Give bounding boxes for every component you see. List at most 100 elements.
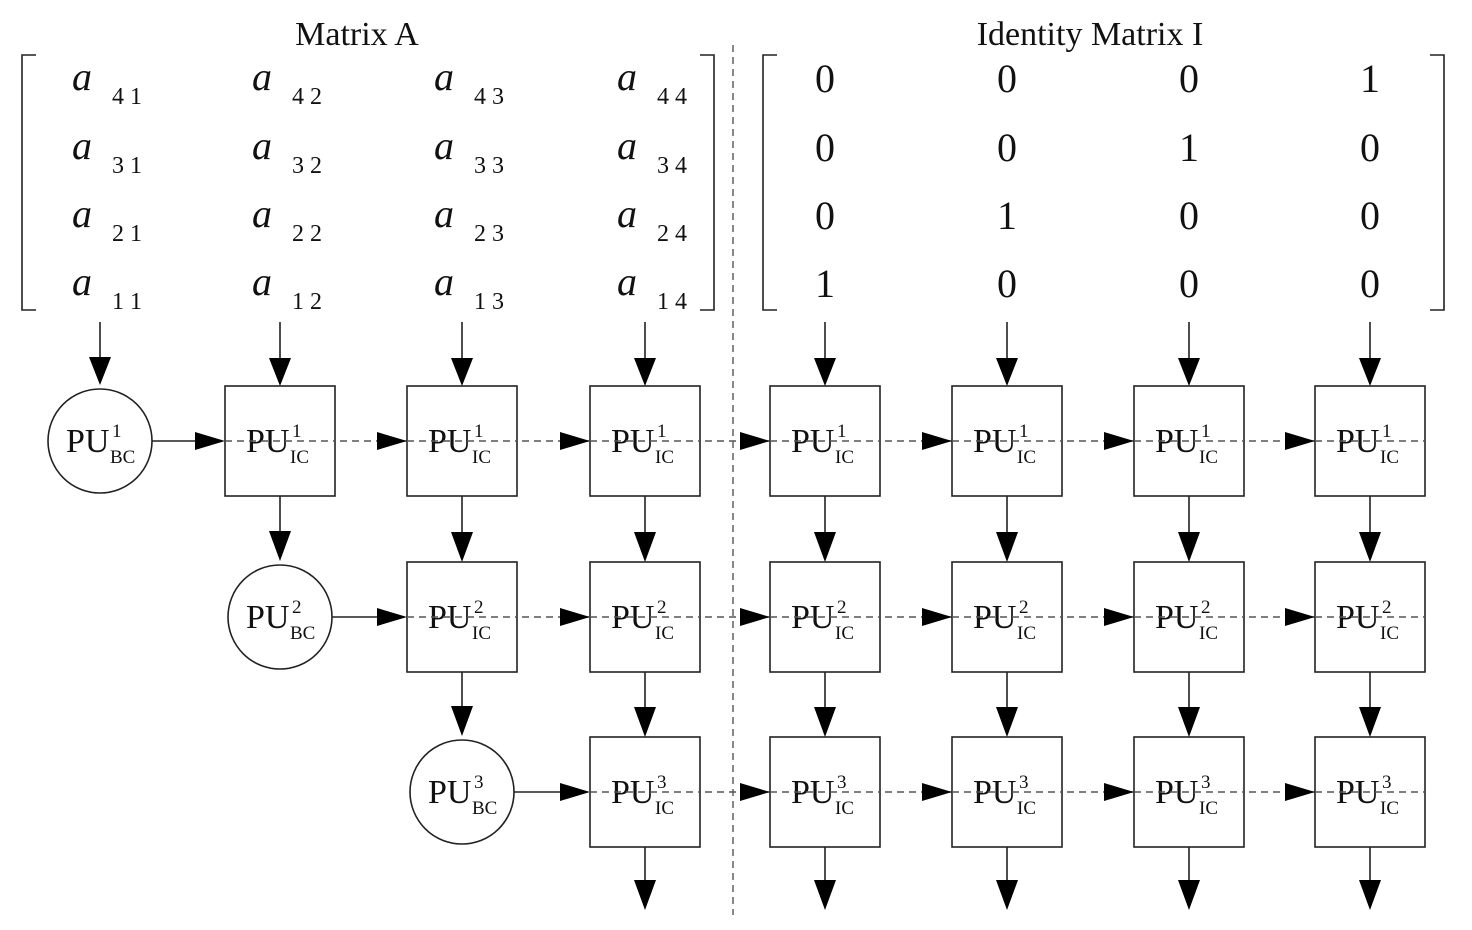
pu-label-stage: 1 <box>112 421 122 442</box>
down-arrow-head <box>1359 880 1381 910</box>
pu-bc-node <box>409 739 515 845</box>
matrix-a-entry-letter: a <box>617 191 637 236</box>
right-arrow-head <box>560 608 590 626</box>
right-arrow-head <box>377 432 407 450</box>
right-arrow-head <box>377 608 407 626</box>
pu-label-kind: IC <box>1380 623 1399 644</box>
down-arrow-head <box>1178 532 1200 562</box>
down-arrow-head <box>814 532 836 562</box>
matrix-a-entry-index: 2 2 <box>292 221 322 247</box>
identity-entry: 0 <box>1360 125 1380 170</box>
identity-entry: 0 <box>815 193 835 238</box>
pu-bc-node <box>47 388 153 494</box>
pu-label-stage: 2 <box>474 597 484 618</box>
identity-entry: 0 <box>1360 193 1380 238</box>
matrix-a-entry: a 3 4 <box>617 123 687 179</box>
identity-entry: 0 <box>997 261 1017 306</box>
down-arrow-head <box>814 707 836 737</box>
matrix-a-entry: a 2 4 <box>617 191 687 247</box>
pu-label-kind: IC <box>655 798 674 819</box>
down-arrow-head <box>269 531 291 561</box>
identity-entry: 1 <box>1360 56 1380 101</box>
matrix-a-entry-index: 1 3 <box>474 289 504 315</box>
down-arrow-head <box>634 707 656 737</box>
input-arrow-head <box>814 358 836 386</box>
matrix-a-entry-index: 3 3 <box>474 153 504 179</box>
right-arrow-head <box>560 783 590 801</box>
pu-label-kind: IC <box>835 798 854 819</box>
pu-label-stage: 3 <box>837 772 847 793</box>
matrix-a-entry-index: 1 2 <box>292 289 322 315</box>
matrix-a-entry-letter: a <box>72 54 92 99</box>
right-arrow-head <box>1104 432 1134 450</box>
down-arrow-head <box>634 532 656 562</box>
pu-label-kind: IC <box>472 623 491 644</box>
matrix-a-entry-letter: a <box>434 123 454 168</box>
pu-label-stage: 3 <box>1019 772 1029 793</box>
matrix-a-entry-index: 4 1 <box>112 84 142 110</box>
input-arrow-head <box>1359 358 1381 386</box>
pu-label-kind: IC <box>1017 623 1036 644</box>
identity-left-bracket <box>762 54 777 311</box>
pu-label-kind: BC <box>110 447 135 468</box>
pu-label-kind: IC <box>1017 447 1036 468</box>
matrix-a-entry-letter: a <box>72 123 92 168</box>
pu-label-stage: 3 <box>1201 772 1211 793</box>
input-arrow-head <box>634 358 656 386</box>
right-arrow-head <box>1104 608 1134 626</box>
matrix-a-entry-letter: a <box>72 191 92 236</box>
down-arrow-head <box>996 707 1018 737</box>
matrix-a-entry: a 3 3 <box>434 123 504 179</box>
pu-label-kind: IC <box>1199 623 1218 644</box>
matrix-a-entry-letter: a <box>617 54 637 99</box>
down-arrow-head <box>451 706 473 736</box>
pu-label-stage: 1 <box>474 421 484 442</box>
matrix-a-entry-index: 3 2 <box>292 153 322 179</box>
identity-entry: 1 <box>997 193 1017 238</box>
down-arrow-head <box>451 532 473 562</box>
matrix-a-entry-letter: a <box>434 259 454 304</box>
matrix-a-entry-index: 2 1 <box>112 221 142 247</box>
identity-matrix-title: Identity Matrix I <box>977 16 1204 53</box>
down-arrow-head <box>814 880 836 910</box>
right-arrow-head <box>1285 608 1315 626</box>
right-arrow-head <box>195 432 225 450</box>
pu-label-base: PU <box>246 599 289 636</box>
pu-label-stage: 1 <box>837 421 847 442</box>
matrix-a-entry: a 1 3 <box>434 259 504 315</box>
identity-entry: 0 <box>1179 193 1199 238</box>
matrix-a-entry-index: 2 4 <box>657 221 687 247</box>
pu-label-kind: IC <box>1380 447 1399 468</box>
pu-label-stage: 2 <box>1382 597 1392 618</box>
pu-label-stage: 2 <box>1201 597 1211 618</box>
down-arrow-head <box>1359 707 1381 737</box>
pu-label-kind: IC <box>1380 798 1399 819</box>
pu-label-base: PU <box>428 774 471 811</box>
matrix-a-entry-letter: a <box>617 123 637 168</box>
matrix-a-right-bracket <box>700 54 715 311</box>
matrix-a-entry-index: 3 4 <box>657 153 687 179</box>
input-arrow-head <box>269 358 291 386</box>
pu-label-kind: IC <box>472 447 491 468</box>
pu-label-kind: IC <box>290 447 309 468</box>
pu-label-kind: IC <box>655 447 674 468</box>
identity-entry: 1 <box>1179 125 1199 170</box>
identity-entry: 0 <box>997 125 1017 170</box>
pu-label-kind: IC <box>1017 798 1036 819</box>
matrix-a-entry-letter: a <box>252 123 272 168</box>
input-arrow-head <box>451 358 473 386</box>
identity-right-bracket <box>1430 54 1445 311</box>
identity-entry: 0 <box>815 125 835 170</box>
pu-label-stage: 3 <box>474 772 484 793</box>
pu-label-kind: IC <box>1199 447 1218 468</box>
